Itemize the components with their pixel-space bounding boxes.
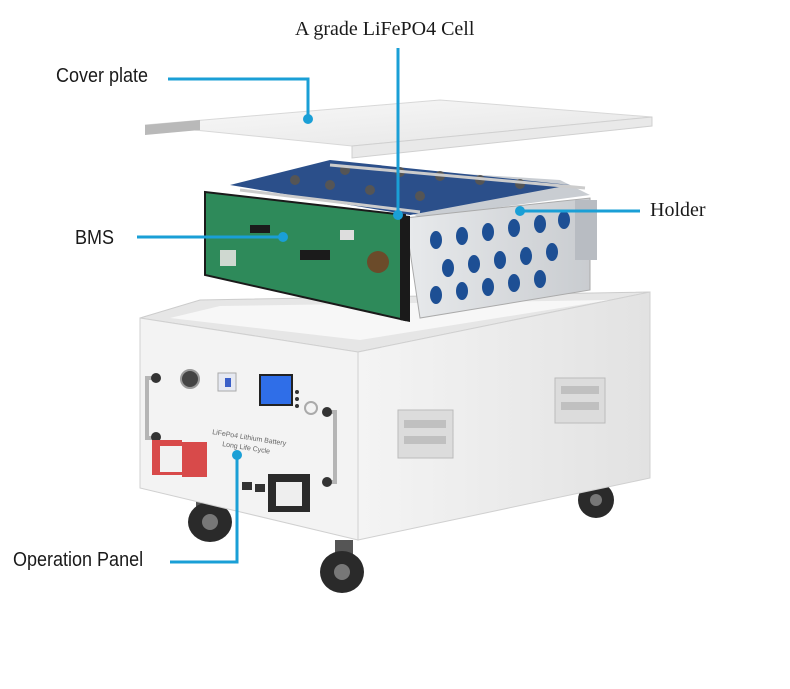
callout-bms-label: BMS [75, 227, 115, 249]
callout-panel-label: Operation Panel [13, 549, 144, 571]
callout-leaders [137, 48, 640, 564]
lifepo4-cells [230, 160, 586, 215]
callout-dots [232, 114, 525, 460]
callout-cover-label: Cover plate [56, 65, 149, 87]
caster-wheels [188, 470, 614, 593]
cabinet [139, 291, 651, 541]
callout-cell-label: A grade LiFePO4 Cell [295, 18, 475, 40]
bms-board [204, 190, 410, 322]
callout-holder-label: Holder [650, 199, 706, 221]
